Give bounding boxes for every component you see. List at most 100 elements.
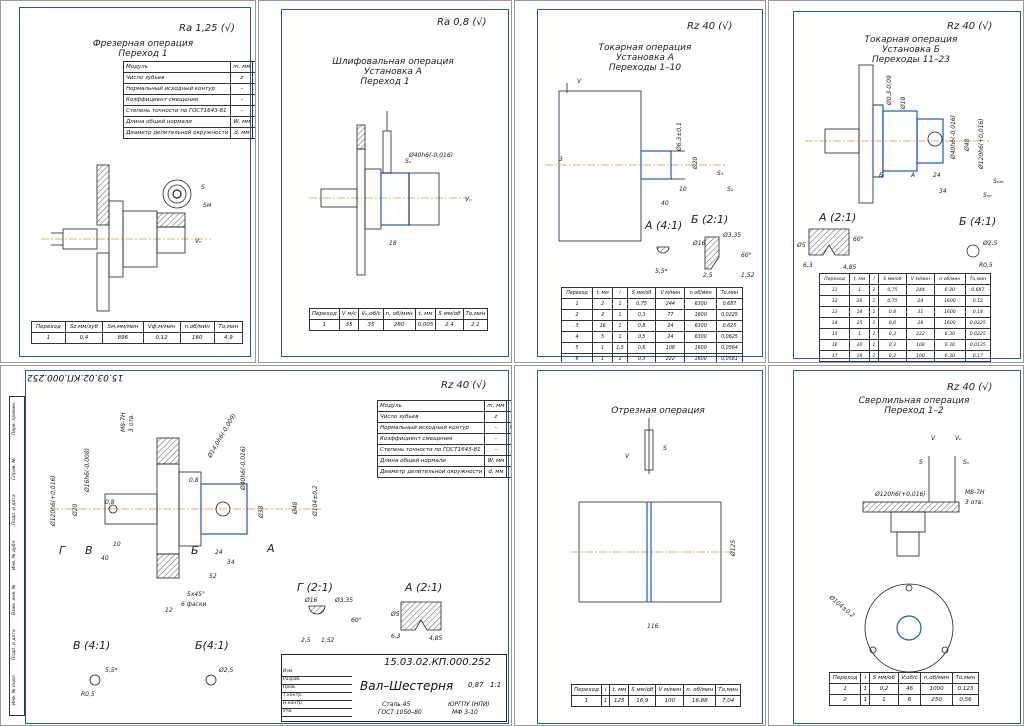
svg-text:Б(4:1): Б(4:1) <box>195 639 229 652</box>
table-cell: 0,3 <box>626 309 657 321</box>
operation-subtitle: Установка А <box>364 67 422 77</box>
table-cell: S мм/об <box>626 287 657 299</box>
svg-text:5,5*: 5,5* <box>655 268 668 275</box>
table-cell: 0,625 <box>715 320 744 332</box>
table-cell: V м/мин <box>655 287 686 299</box>
table-row: Степень точности по ГОСТ1643-81–Ст 7–Е <box>122 105 255 117</box>
grinding-drawing: Ø40h6(-0,016) 18 Sₙ Vₙ <box>309 111 472 276</box>
table-cell: 0,4 <box>64 332 104 344</box>
svg-text:Ø48: Ø48 <box>292 501 299 515</box>
table-cell: i <box>612 287 628 299</box>
ground-surface <box>380 172 410 226</box>
table-cell: 0,6 <box>878 317 907 329</box>
table-cell: 1 <box>560 298 594 310</box>
svg-text:Ø2,5: Ø2,5 <box>218 667 233 674</box>
table-cell: Sz,мм/зуб <box>64 321 104 333</box>
svg-text:Ø3,35: Ø3,35 <box>334 597 353 604</box>
table-cell: 6,30 <box>934 284 966 296</box>
table-cell: 0,75 <box>878 284 907 296</box>
svg-text:34: 34 <box>939 188 947 195</box>
operation-title: Шлифовальная операция <box>332 57 454 67</box>
roughness-symbol: Rz 40 (√) <box>687 21 733 32</box>
table-cell: S мм/об <box>878 273 907 285</box>
table-cell: 1 <box>849 284 870 296</box>
table-cell: 1 <box>612 309 628 321</box>
table-cell: 0,3 <box>878 339 907 351</box>
table-cell: 6,30 <box>934 328 966 340</box>
svg-text:Ø6,3±0,1: Ø6,3±0,1 <box>676 122 683 152</box>
table-cell: Tо,мин <box>213 321 244 333</box>
table-cell: 244 <box>655 298 686 310</box>
table-cell: S мм/об <box>869 672 899 684</box>
table-cell: 1 <box>868 328 880 340</box>
table-cell: n, об/мин <box>683 684 717 696</box>
sheet-grinding: Ra 0,8 (√) Шлифовальная операция Установ… <box>258 0 512 363</box>
svg-text:34: 34 <box>227 559 235 566</box>
svg-text:Г (2:1): Г (2:1) <box>297 581 333 594</box>
sheet-frame <box>537 370 763 724</box>
stamp-row-label: Н.контр. <box>282 701 352 709</box>
flange-section <box>96 164 110 226</box>
svg-text:Ø2,5: Ø2,5 <box>982 240 997 247</box>
table-cell: 5 <box>592 331 614 343</box>
table-cell: Tо,мин <box>715 287 744 299</box>
table-cell: 280 <box>382 319 416 331</box>
table-cell: 0,3 <box>878 361 907 362</box>
svg-text:Sₙₐₖ: Sₙₐₖ <box>993 178 1005 185</box>
svg-text:Ø40h6(-0,016): Ø40h6(-0,016) <box>240 446 247 491</box>
svg-text:Ø38: Ø38 <box>258 505 265 519</box>
table-cell: 1 <box>592 353 614 362</box>
table-cell: 1600 <box>934 317 966 329</box>
table-cell: 14 <box>849 306 870 318</box>
operation-step: Переход 1 <box>360 77 410 87</box>
table-cell: 4 <box>560 331 594 343</box>
table-cell: t, мм <box>849 273 870 285</box>
roughness-symbol: Ra 1,25 (√) <box>179 23 235 34</box>
svg-text:S₂: S₂ <box>727 186 734 193</box>
table-cell: V м/мин <box>655 684 685 696</box>
table-cell: 0,0625 <box>715 331 744 343</box>
svg-text:V: V <box>625 453 630 460</box>
table-cell: Tо,мин <box>462 308 489 320</box>
table-cell: 1 <box>612 331 628 343</box>
svg-text:Ø104±0,2: Ø104±0,2 <box>312 485 319 517</box>
table-cell: 16 <box>592 320 614 332</box>
table-cell: 36 <box>252 127 255 139</box>
table-cell: 18 <box>849 350 870 362</box>
svg-text:60°: 60° <box>351 617 362 624</box>
flange-top-view <box>864 583 954 673</box>
cutter-circle <box>162 179 192 209</box>
svg-text:52: 52 <box>209 573 217 580</box>
roughness-symbol: Ra 0,8 (√) <box>437 17 487 28</box>
table-cell: 10 <box>849 339 870 351</box>
svg-text:40: 40 <box>661 200 669 207</box>
stamp-row-label: Утв. <box>282 709 352 717</box>
svg-text:Ø120h6(+0,016): Ø120h6(+0,016) <box>874 491 926 498</box>
table-cell: 36 <box>506 466 511 478</box>
table-cell: d, мм <box>230 127 254 139</box>
operation-subtitle: Установка А <box>616 53 674 63</box>
table-cell: 1 <box>860 683 871 695</box>
svg-text:Sₙₚ: Sₙₚ <box>983 192 992 199</box>
table-cell: 35 <box>358 319 384 331</box>
table-cell: 4,9 <box>213 332 244 344</box>
svg-text:3: 3 <box>559 156 563 163</box>
svg-text:2,5: 2,5 <box>301 637 311 644</box>
table-cell: 1 <box>828 683 862 695</box>
stamp-mass: 0,87 <box>468 681 484 689</box>
table-cell: 1 <box>868 295 880 307</box>
table-cell: 1 <box>868 339 880 351</box>
table-cell: Sм,мм/мин <box>102 321 144 333</box>
